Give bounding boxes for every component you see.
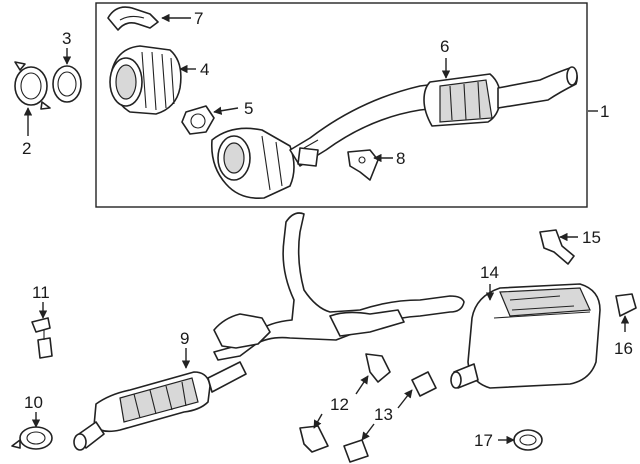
front-assembly-box: [95, 2, 588, 208]
callout-15: 15: [582, 228, 601, 247]
leader-lines: [23, 13, 630, 445]
callout-8: 8: [396, 149, 405, 168]
bracket-upper-part: [365, 353, 391, 383]
callout-10: 10: [24, 393, 43, 412]
bracket-lower-part: [299, 425, 329, 453]
callout-2: 2: [22, 139, 31, 158]
heat-shield-bracket-part: [107, 6, 159, 31]
center-resonator-part: [73, 361, 247, 451]
catalytic-converter-part: [423, 73, 502, 127]
callout-4: 4: [200, 60, 209, 79]
callout-5: 5: [244, 99, 253, 118]
callout-1: 1: [600, 102, 609, 121]
rear-pipe-assembly-part: [213, 212, 465, 361]
callout-14: 14: [480, 263, 499, 282]
callout-16: 16: [614, 339, 633, 358]
rear-muffler-part: [450, 283, 601, 389]
callout-6: 6: [440, 37, 449, 56]
callout-17: 17: [474, 431, 493, 450]
callout-3: 3: [62, 29, 71, 48]
mount-lower-part: [343, 439, 369, 463]
callout-9: 9: [180, 329, 189, 348]
callout-12: 12: [330, 395, 349, 414]
flex-pipe-part: [109, 45, 182, 115]
clamp-ring-part: [14, 61, 51, 110]
front-pipe-part: [210, 83, 439, 200]
mid-pipe-part: [497, 66, 578, 109]
callout-13: 13: [374, 405, 393, 424]
rear-clamp-part: [513, 429, 543, 451]
hanger-bracket-part: [347, 149, 379, 181]
rubber-insulator-part: [615, 293, 637, 317]
muffler-hanger-part: [539, 229, 575, 265]
gasket-part: [52, 65, 82, 103]
hanger-bolt-part: [31, 317, 53, 359]
mount-upper-part: [411, 371, 437, 397]
callout-7: 7: [194, 9, 203, 28]
flange-gasket-part: [181, 105, 215, 135]
callout-11: 11: [32, 283, 50, 302]
exhaust-clamp-part: [11, 426, 53, 450]
